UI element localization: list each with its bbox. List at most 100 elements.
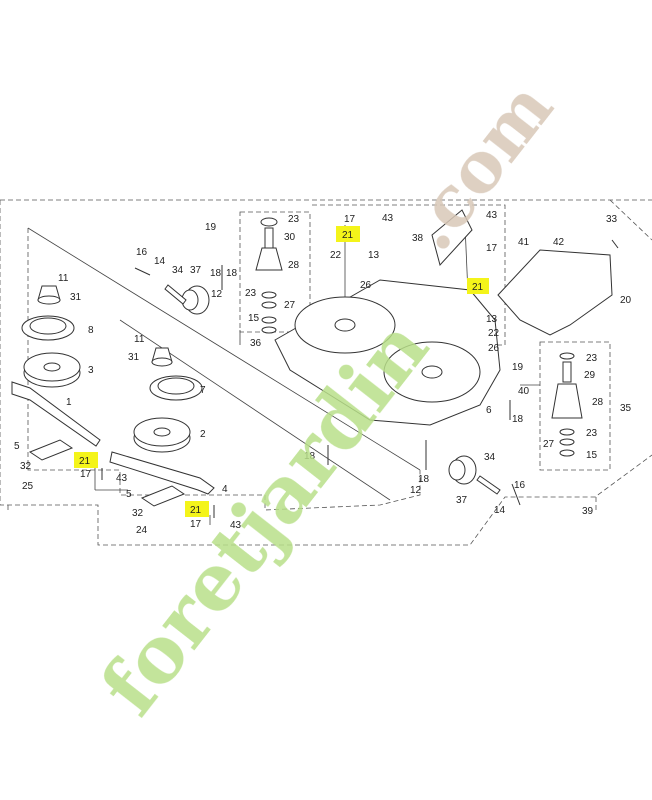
callout-25: 25 [22, 481, 34, 492]
callout-12b: 12 [410, 485, 422, 496]
fan-2 [133, 417, 191, 453]
callout-17b: 17 [486, 243, 498, 254]
callout-17c: 17 [80, 469, 92, 480]
shaft-34b [476, 475, 501, 495]
callout-22b: 22 [488, 328, 500, 339]
callout-13a: 13 [368, 250, 380, 261]
callout-27b: 27 [543, 439, 555, 450]
callout-3: 3 [88, 365, 94, 376]
callout-17a: 17 [344, 214, 356, 225]
hub-31a [37, 285, 61, 305]
ring-8 [21, 315, 75, 341]
callout-labels: 1 2 3 4 5 5 6 7 8 11 11 12 12 13 13 14 1… [14, 210, 632, 536]
callout-29: 29 [584, 370, 596, 381]
spindle-28a [255, 217, 283, 334]
callout-16a: 16 [136, 247, 148, 258]
mower-deck-6 [274, 279, 501, 426]
highlighted-callouts: 21 21 21 21 [74, 226, 489, 517]
callout-13b: 13 [486, 314, 498, 325]
callout-24: 24 [136, 525, 148, 536]
ring-7 [149, 375, 203, 401]
callout-41: 41 [518, 237, 530, 248]
callout-28b: 28 [592, 397, 604, 408]
callout-11a: 11 [58, 273, 69, 284]
callout-34a: 34 [172, 265, 184, 276]
spindle-28b [551, 352, 583, 457]
callout-12a: 12 [211, 289, 223, 300]
callout-31a: 31 [70, 292, 82, 303]
callout-18a: 18 [210, 268, 222, 279]
callout-2: 2 [200, 429, 206, 440]
callout-16b: 16 [514, 480, 526, 491]
callout-18e: 18 [226, 268, 238, 279]
bracket-5b [140, 485, 186, 507]
callout-39: 39 [582, 506, 594, 517]
callout-38: 38 [412, 233, 424, 244]
callout-18b: 18 [304, 451, 316, 462]
callout-7: 7 [200, 385, 206, 396]
callout-5a: 5 [14, 441, 20, 452]
callout-43c: 43 [116, 473, 128, 484]
callout-23b: 23 [245, 288, 257, 299]
callout-21c: 21 [79, 456, 91, 467]
blade-1 [11, 381, 101, 447]
callout-26a: 26 [360, 280, 372, 291]
callout-32a: 32 [20, 461, 32, 472]
watermark: foretjardin .com [83, 66, 569, 731]
callout-18c: 18 [418, 474, 430, 485]
callout-14a: 14 [154, 256, 166, 267]
callout-6: 6 [486, 405, 492, 416]
bracket-5a [28, 439, 74, 461]
hub-31b [151, 347, 173, 367]
callout-43d: 43 [230, 520, 242, 531]
cover-38 [431, 209, 473, 267]
callout-26b: 26 [488, 343, 500, 354]
callout-5b: 5 [126, 489, 132, 500]
highlight-box-a [336, 226, 360, 242]
callout-4: 4 [222, 484, 228, 495]
callout-15a: 15 [248, 313, 260, 324]
callout-17d: 17 [190, 519, 202, 530]
highlight-box-b [467, 278, 489, 294]
callout-37a: 37 [190, 265, 202, 276]
callout-43b: 43 [486, 210, 498, 221]
callout-22a: 22 [330, 250, 342, 261]
callout-40: 40 [518, 386, 530, 397]
callout-35: 35 [620, 403, 632, 414]
highlight-box-d [185, 501, 209, 517]
blade-4 [109, 451, 215, 495]
callout-27a: 27 [284, 300, 296, 311]
callout-1: 1 [66, 397, 72, 408]
callout-34b: 34 [484, 452, 496, 463]
callout-32b: 32 [132, 508, 144, 519]
callout-33: 33 [606, 214, 618, 225]
callout-43a: 43 [382, 213, 394, 224]
callout-15b: 15 [586, 450, 598, 461]
watermark-text-suffix: .com [388, 66, 569, 265]
chute-42 [497, 249, 613, 336]
callout-8: 8 [88, 325, 94, 336]
bolts [101, 239, 619, 518]
callout-23d: 23 [586, 428, 598, 439]
callout-21a: 21 [342, 230, 354, 241]
callout-11b: 11 [134, 334, 145, 345]
callout-37b: 37 [456, 495, 468, 506]
callout-18d: 18 [512, 414, 524, 425]
callout-31b: 31 [128, 352, 140, 363]
wheel-37b [448, 455, 477, 485]
callout-21b: 21 [472, 282, 484, 293]
highlight-box-c [74, 452, 98, 468]
callout-21d: 21 [190, 505, 202, 516]
callout-23a: 23 [288, 214, 300, 225]
callout-23c: 23 [586, 353, 598, 364]
callout-20: 20 [620, 295, 632, 306]
callout-14b: 14 [494, 505, 506, 516]
callout-19a: 19 [205, 222, 217, 233]
callout-42: 42 [553, 237, 565, 248]
fan-3 [23, 352, 81, 388]
wheel-37a [181, 285, 210, 315]
callout-30: 30 [284, 232, 296, 243]
callout-36: 36 [250, 338, 262, 349]
callout-28a: 28 [288, 260, 300, 271]
